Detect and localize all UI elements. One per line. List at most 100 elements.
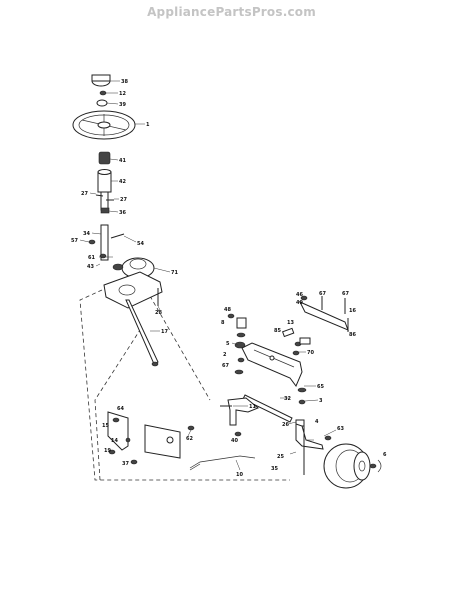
nut[interactable] — [234, 369, 244, 375]
callout-67b: 67 — [319, 291, 326, 297]
nut[interactable] — [227, 313, 235, 319]
bolt[interactable] — [125, 437, 131, 443]
wheel-hub — [97, 121, 111, 129]
steering-bracket[interactable] — [103, 271, 163, 309]
shaft-coupler[interactable] — [100, 207, 110, 214]
nut[interactable] — [88, 239, 96, 245]
spindle-left[interactable] — [227, 397, 259, 426]
callout-12: 12 — [119, 91, 126, 97]
callout-67a: 67 — [222, 363, 229, 369]
callout-65: 65 — [317, 384, 324, 390]
callout-39: 39 — [119, 102, 126, 108]
spacer[interactable] — [299, 337, 311, 345]
callout-6: 6 — [383, 452, 387, 458]
nut[interactable] — [130, 459, 138, 465]
front-axle[interactable] — [241, 342, 303, 387]
spindle-right[interactable] — [295, 423, 324, 450]
pin[interactable] — [281, 327, 295, 338]
bushing[interactable] — [236, 317, 247, 329]
nut[interactable] — [292, 350, 300, 356]
washer[interactable] — [237, 357, 245, 363]
callout-49: 49 — [296, 300, 303, 306]
steering-gear-hub — [129, 258, 147, 270]
watermark: AppliancePartsPros.com — [147, 5, 316, 19]
nut[interactable] — [112, 417, 120, 423]
drag-link-end — [151, 361, 159, 367]
callout-2: 2 — [223, 352, 227, 358]
nut[interactable] — [187, 425, 195, 431]
washer[interactable] — [324, 435, 332, 441]
nut[interactable] — [99, 253, 107, 259]
washer[interactable] — [236, 332, 246, 338]
callout-40: 40 — [231, 438, 238, 444]
retaining-clip[interactable] — [377, 459, 382, 473]
callout-57: 57 — [71, 238, 78, 244]
callout-86: 86 — [349, 332, 356, 338]
wheel-hub — [358, 460, 366, 472]
callout-54: 54 — [137, 241, 144, 247]
nut[interactable] — [300, 295, 308, 301]
bracket-hole — [118, 284, 136, 296]
callout-17: 17 — [161, 329, 168, 335]
front-wheel-rim — [353, 451, 371, 481]
arm-bracket[interactable] — [107, 411, 129, 451]
washer[interactable] — [369, 463, 377, 469]
callout-46: 46 — [296, 292, 303, 298]
callout-13: 13 — [287, 320, 294, 326]
nut[interactable] — [108, 449, 116, 455]
callout-70: 70 — [307, 350, 314, 356]
callout-85: 85 — [274, 328, 281, 334]
bolt — [110, 233, 125, 239]
nut[interactable] — [234, 431, 242, 437]
pinion-gear[interactable] — [112, 263, 124, 271]
callout-38: 38 — [121, 79, 128, 85]
plate-hole — [166, 436, 174, 444]
callout-8: 8 — [221, 320, 225, 326]
callout-37: 37 — [122, 461, 129, 467]
callout-3: 3 — [319, 398, 323, 404]
callout-15: 15 — [102, 423, 109, 429]
steering-adapter[interactable] — [98, 151, 111, 165]
callout-10: 10 — [236, 472, 243, 478]
callout-11: 11 — [249, 404, 256, 410]
callout-63: 63 — [337, 426, 344, 432]
callout-26: 26 — [282, 422, 289, 428]
assembly-boundary — [79, 289, 290, 481]
callout-62: 62 — [186, 436, 193, 442]
callout-64: 64 — [117, 406, 124, 412]
bolt — [95, 194, 104, 197]
callout-48: 48 — [224, 307, 231, 313]
callout-14: 14 — [111, 438, 118, 444]
callout-5: 5 — [226, 341, 230, 347]
callout-41: 41 — [119, 158, 126, 164]
bearing[interactable] — [234, 341, 246, 349]
callout-16: 16 — [349, 308, 356, 314]
bearing[interactable] — [297, 387, 307, 393]
callout-32: 32 — [284, 396, 291, 402]
axle-support-bracket[interactable] — [298, 300, 349, 331]
callout-43: 43 — [87, 264, 94, 270]
steering-arm-plate[interactable] — [144, 424, 181, 459]
tie-rod[interactable] — [242, 394, 293, 423]
nut[interactable] — [99, 90, 107, 96]
washer[interactable] — [96, 99, 108, 107]
washer[interactable] — [298, 399, 306, 405]
steering-shaft-upper[interactable] — [100, 191, 109, 211]
callout-19: 19 — [104, 448, 111, 454]
callout-67c: 67 — [342, 291, 349, 297]
drag-link[interactable] — [125, 299, 159, 365]
steering-spacer-top — [97, 169, 112, 175]
callout-71: 71 — [171, 270, 178, 276]
callout-28: 28 — [155, 310, 162, 316]
steering-cap-top — [91, 74, 111, 82]
callout-25: 25 — [277, 454, 284, 460]
callout-27b: 27 — [120, 197, 127, 203]
callout-61: 61 — [88, 255, 95, 261]
callout-36: 36 — [119, 210, 126, 216]
callout-4: 4 — [315, 419, 319, 425]
steering-shaft[interactable] — [100, 224, 109, 261]
lower-tie-rod[interactable] — [189, 455, 256, 471]
axle-hole — [269, 355, 275, 361]
leader-lines — [79, 80, 337, 471]
